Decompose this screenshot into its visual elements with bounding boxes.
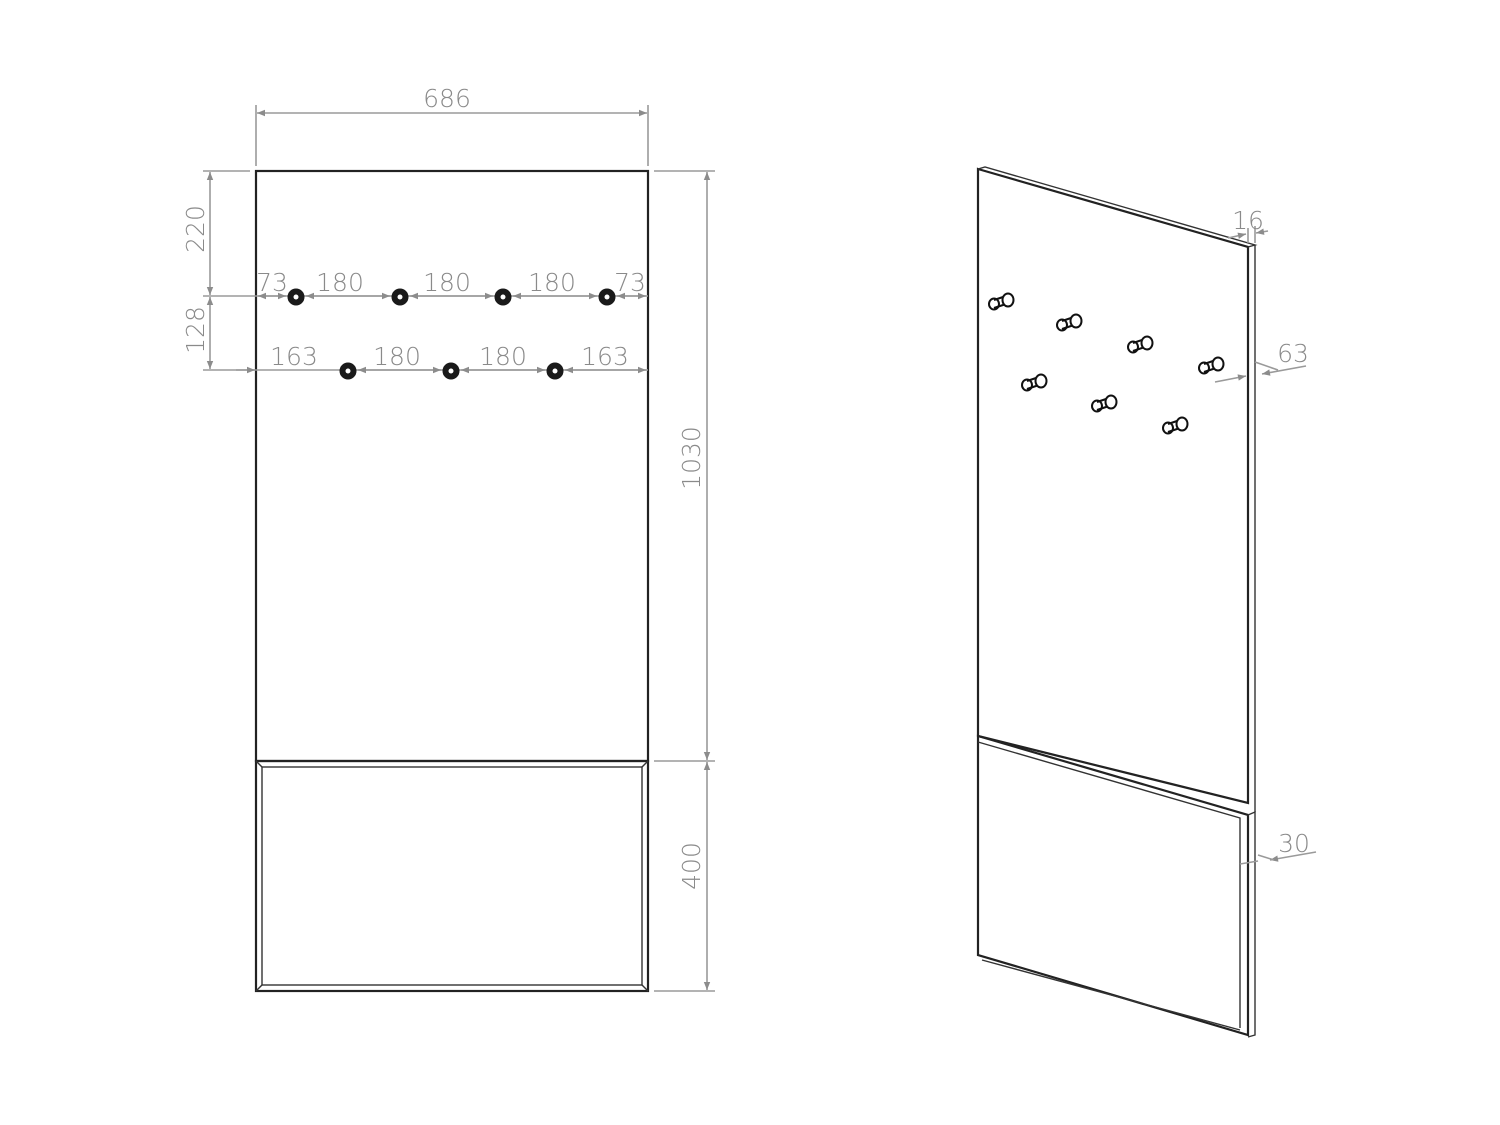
hook-icon: [1056, 313, 1083, 332]
dim-row2-right-edge: 163: [581, 342, 629, 371]
iso-main-panel: [976, 167, 1250, 805]
hook-icon: [1127, 335, 1154, 354]
dim-row2-spacing-1: 180: [373, 342, 421, 371]
hook-row-1: [287, 288, 616, 306]
dim-bottom-thickness: 30: [1278, 829, 1310, 858]
dim-row1-left-edge: 73: [256, 268, 288, 297]
iso-hooks: [988, 292, 1225, 435]
dim-panel-thickness: 16: [1232, 206, 1264, 235]
dim-overall-width: 686: [423, 84, 471, 113]
iso-bottom-panel: [976, 734, 1256, 1038]
dim-row1-spacing-2: 180: [423, 268, 471, 297]
bottom-panel: [254, 759, 650, 993]
dim-panel-height: 1030: [677, 426, 706, 490]
hook-icon: [339, 362, 357, 380]
hook-row-2: [339, 362, 564, 380]
hook-icon: [988, 292, 1015, 311]
dim-bottom-height: 400: [677, 842, 706, 890]
hook-icon: [546, 362, 564, 380]
dim-row-spacing: 128: [181, 306, 210, 354]
dim-row2-left-edge: 163: [270, 342, 318, 371]
front-view: 686 1030 400 220 128 73 180 180 180 73: [181, 84, 715, 993]
dim-row1-spacing-1: 180: [316, 268, 364, 297]
hook-icon: [442, 362, 460, 380]
dim-row1-right-edge: 73: [614, 268, 646, 297]
hook-icon: [598, 288, 616, 306]
dim-top-offset: 220: [181, 205, 210, 253]
dim-row2-spacing-2: 180: [479, 342, 527, 371]
dim-hook-projection: 63: [1277, 339, 1309, 368]
hook-icon: [1162, 416, 1189, 435]
main-panel: [254, 169, 650, 763]
hook-icon: [391, 288, 409, 306]
hook-icon: [287, 288, 305, 306]
iso-view: 16 63 30: [976, 166, 1317, 1038]
hook-icon: [1198, 356, 1225, 375]
hook-icon: [494, 288, 512, 306]
dim-row1-spacing-3: 180: [528, 268, 576, 297]
hook-icon: [1091, 394, 1118, 413]
hook-icon: [1021, 373, 1048, 392]
